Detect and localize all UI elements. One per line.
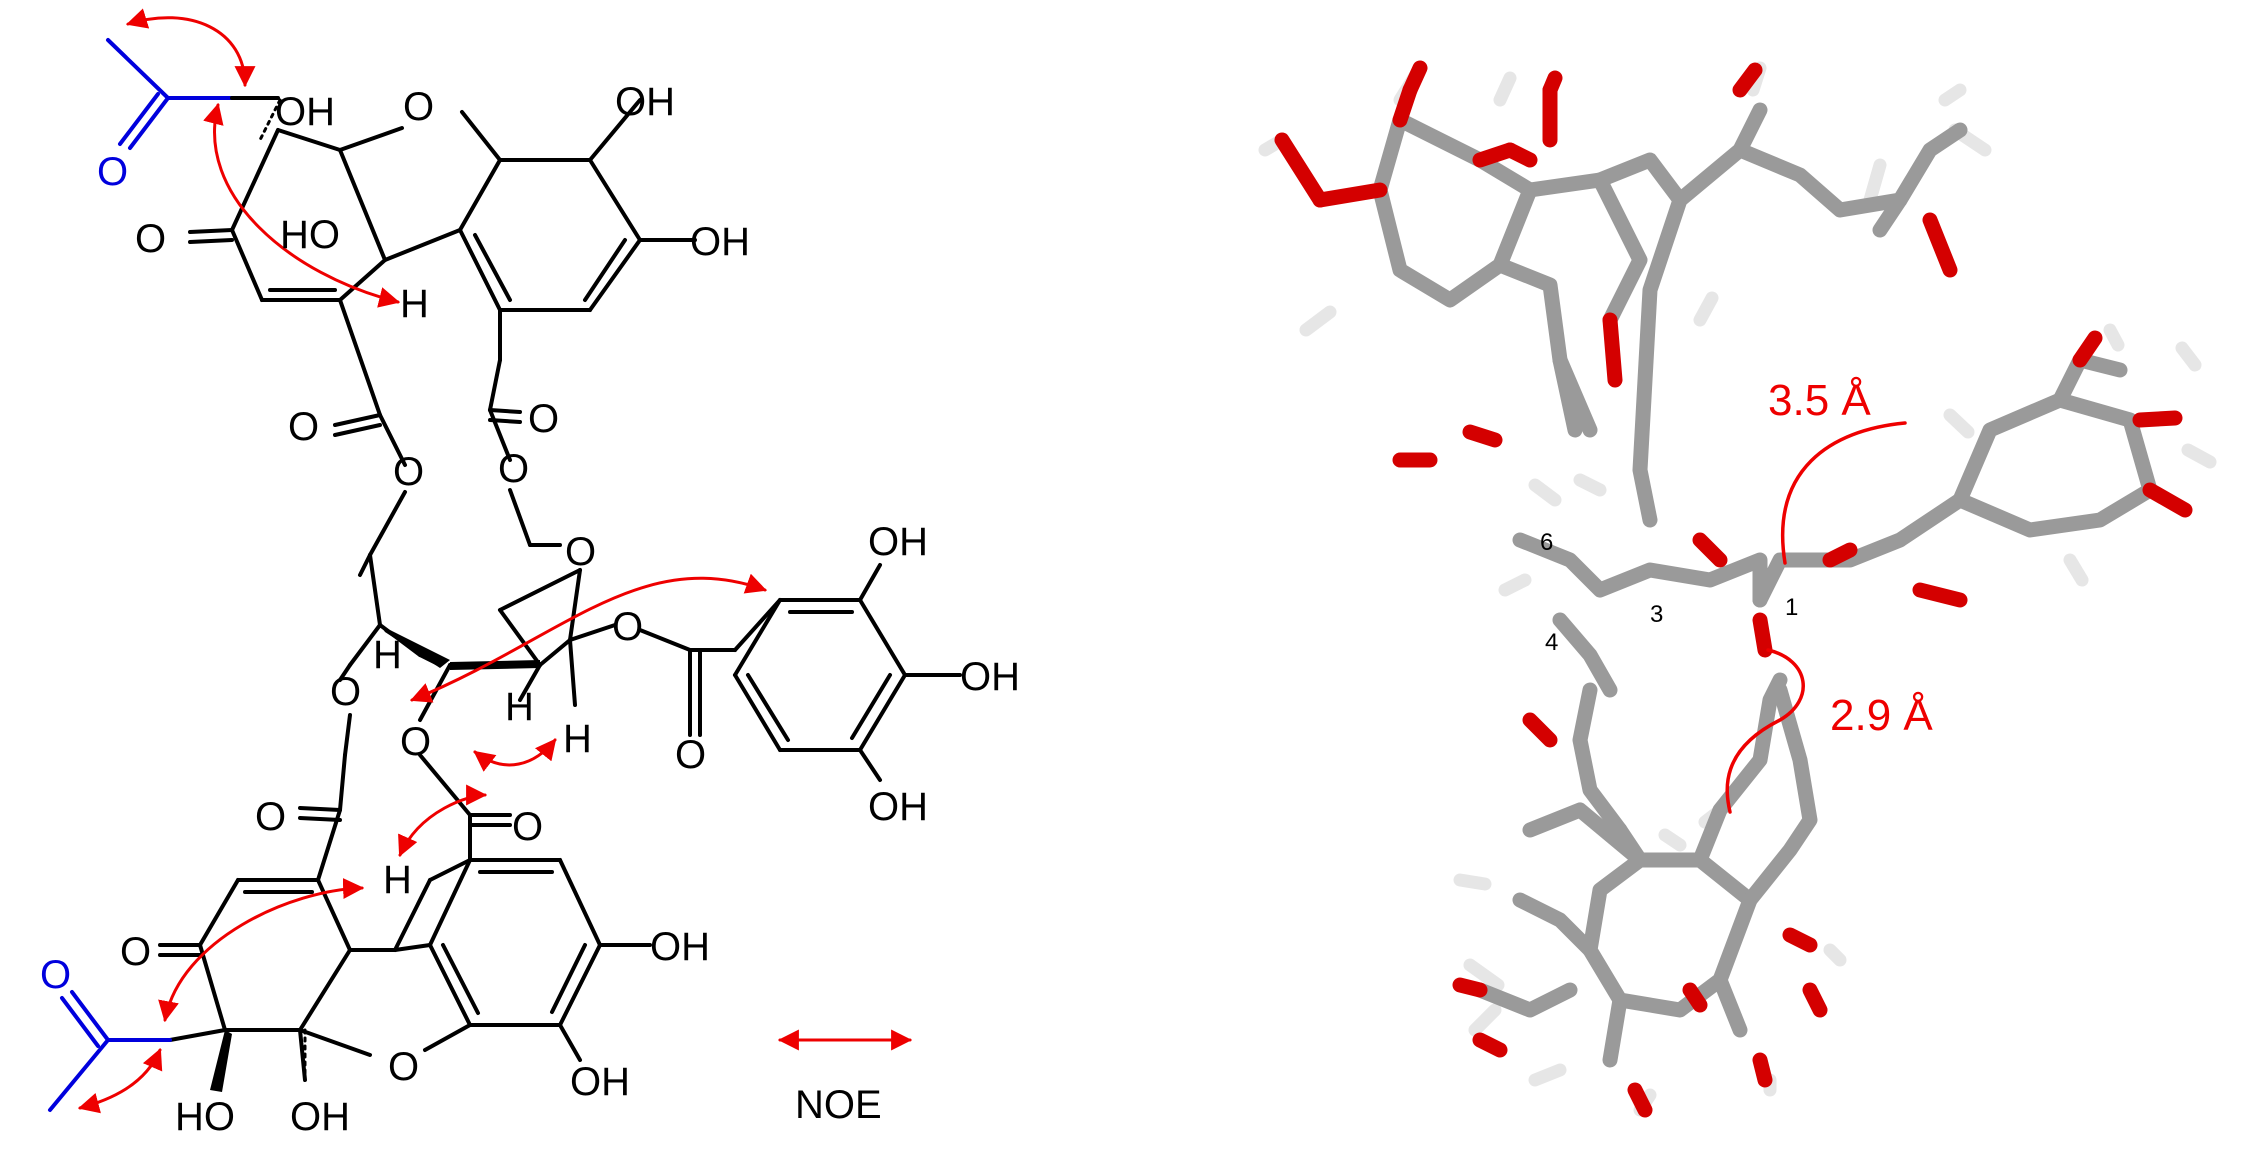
- atom-label-oh: OH: [275, 90, 335, 134]
- atom-label-oh: OH: [868, 520, 928, 564]
- noe-legend-label: NOE: [795, 1083, 882, 1127]
- noe-arrow: [77, 1048, 163, 1114]
- oxygen-sticks: [1274, 60, 2193, 1118]
- carbon-sticks: [1372, 102, 2158, 1068]
- acetyl-o-labels: O O: [40, 150, 128, 997]
- conformer-3d-model: [1258, 60, 2217, 1118]
- carbon-number-4: 4: [1545, 629, 1558, 656]
- atom-label-oh: OH: [868, 785, 928, 829]
- distance-label-3-5: 3.5 Å: [1768, 376, 1871, 425]
- atom-label-o: O: [612, 605, 643, 649]
- bottom-acetyl-group: [48, 990, 172, 1112]
- chemical-structure-2d: [48, 8, 962, 1114]
- atom-label-o: O: [512, 805, 543, 849]
- atom-label-o-acetyl: O: [97, 150, 128, 194]
- atom-label-oh: OH: [290, 1095, 350, 1139]
- noe-arrow: [203, 102, 401, 308]
- bottom-benzofuran: [298, 858, 652, 1082]
- atom-label-o: O: [498, 447, 529, 491]
- atom-label-oh: OH: [570, 1060, 630, 1104]
- distance-curve: [1781, 421, 1907, 565]
- atom-label-h: H: [373, 633, 402, 677]
- carbon-number-6: 6: [1540, 529, 1553, 556]
- noe-arrow: [398, 784, 488, 857]
- atom-label-h: H: [400, 282, 429, 326]
- atom-label-o: O: [120, 930, 151, 974]
- distance-labels: 3.5 Å 2.9 Å: [1768, 376, 1933, 740]
- atom-label-o-acetyl: O: [40, 953, 71, 997]
- atom-label-ho: HO: [175, 1095, 235, 1139]
- carbon-number-1: 1: [1785, 594, 1798, 621]
- noe-arrows: [77, 8, 913, 1114]
- carbon-number-labels: 1 3 4 6: [1540, 529, 1798, 656]
- top-benzofuran: [260, 98, 697, 362]
- atom-label-oh: OH: [960, 655, 1020, 699]
- carbon-number-3: 3: [1650, 601, 1663, 628]
- distance-label-2-9: 2.9 Å: [1830, 691, 1933, 740]
- wedge-bond: [210, 1030, 232, 1092]
- atom-label-o: O: [288, 405, 319, 449]
- atom-label-o: O: [330, 670, 361, 714]
- distance-annotations: [1725, 421, 1907, 814]
- atom-label-oh: OH: [650, 925, 710, 969]
- atom-label-ho: HO: [280, 213, 340, 257]
- top-ester-bridges: [333, 298, 532, 557]
- atom-label-oh: OH: [615, 80, 675, 124]
- atom-label-o: O: [393, 450, 424, 494]
- distance-curve: [1725, 648, 1805, 814]
- noe-arrow: [410, 573, 767, 703]
- noe-arrow: [158, 878, 365, 1023]
- noe-arrow: [125, 8, 256, 88]
- atom-label-o: O: [255, 795, 286, 839]
- atom-label-o: O: [135, 217, 166, 261]
- noe-arrow: [473, 738, 557, 772]
- atom-label-o: O: [675, 733, 706, 777]
- atom-label-h: H: [383, 858, 412, 902]
- atom-label-h: H: [505, 685, 534, 729]
- atom-label-o: O: [403, 85, 434, 129]
- atom-label-o: O: [388, 1045, 419, 1089]
- atom-label-o: O: [528, 397, 559, 441]
- atom-label-h: H: [563, 717, 592, 761]
- atom-label-o: O: [400, 720, 431, 764]
- atom-labels: OH O OH OH O HO H O O O O O O H H H O O …: [120, 80, 1020, 1139]
- atom-label-oh: OH: [690, 220, 750, 264]
- atom-label-o: O: [565, 530, 596, 574]
